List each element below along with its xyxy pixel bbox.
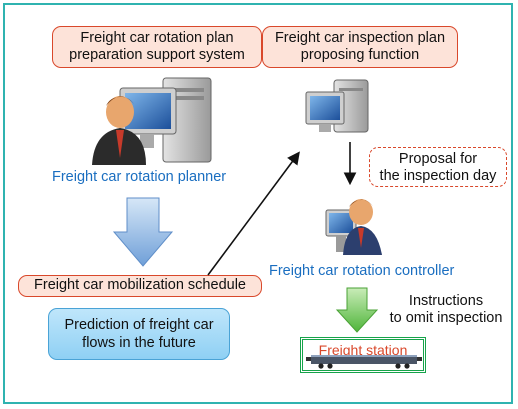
proposal-box: Proposal for the inspection day	[369, 147, 507, 187]
rotation-plan-system-line2: preparation support system	[69, 47, 245, 63]
prediction-line2: flows in the future	[82, 335, 196, 351]
prediction-box: Prediction of freight car flows in the f…	[48, 308, 230, 360]
inspection-plan-function-line2: proposing function	[300, 47, 420, 63]
planner-computer-user-icon	[92, 77, 212, 165]
mobilization-schedule-label: Freight car mobilization schedule	[34, 277, 246, 293]
inspection-computer-icon	[305, 79, 369, 133]
mobilization-schedule-box: Freight car mobilization schedule	[18, 275, 262, 297]
controller-caption: Freight car rotation controller	[269, 263, 455, 279]
planner-caption: Freight car rotation planner	[52, 169, 227, 185]
proposal-line1: Proposal for	[398, 151, 478, 167]
rotation-plan-system-line1: Freight car rotation plan	[80, 30, 234, 46]
inspection-plan-function-line1: Freight car inspection plan	[274, 30, 446, 46]
rotation-plan-system-box: Freight car rotation plan preparation su…	[52, 26, 262, 68]
freight-station-label: Freight station	[318, 342, 408, 358]
controller-user-at-computer-icon	[325, 199, 382, 255]
green-down-arrow-icon	[335, 287, 379, 333]
freight-car-icon	[306, 355, 422, 369]
proposal-line2: the inspection day	[379, 168, 497, 184]
diagonal-arrow	[207, 151, 300, 276]
prediction-line1: Prediction of freight car	[64, 317, 214, 333]
instructions-line1: Instructions	[408, 293, 484, 309]
blue-down-arrow-icon	[112, 197, 174, 267]
instructions-note: Instructions to omit inspection	[380, 293, 512, 327]
instructions-line2: to omit inspection	[389, 310, 503, 326]
inspection-plan-function-box: Freight car inspection plan proposing fu…	[262, 26, 458, 68]
